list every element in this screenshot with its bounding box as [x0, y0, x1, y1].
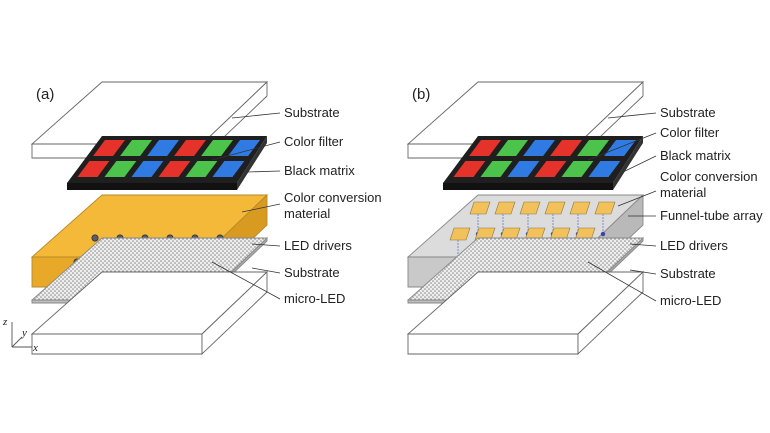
callout-color-filter: Color filter: [660, 125, 720, 140]
leader-micro-led: [211, 261, 281, 300]
leader-led-drivers: [629, 243, 657, 247]
filter-pixel-blue: [588, 161, 621, 177]
filter-pixel-green: [185, 161, 218, 177]
funnel-tube-array: [449, 201, 616, 263]
leader-led-drivers: [251, 243, 281, 247]
filter-pixel-blue: [131, 161, 164, 177]
bottom-substrate: [406, 270, 645, 356]
filter-pixel-green: [120, 140, 153, 156]
filter-pixel-green: [480, 161, 513, 177]
filter-pixel-green: [201, 140, 234, 156]
panel-label: (b): [412, 86, 430, 103]
color-filter-grid: [453, 140, 637, 177]
color-filter-grid: [77, 140, 261, 177]
filter-pixel-blue: [228, 140, 261, 156]
leader-black-matrix: [622, 155, 657, 173]
leader-black-matrix: [246, 170, 281, 173]
callout-color-conversion: Color conversion: [660, 169, 758, 184]
axis-y-label: y: [21, 327, 27, 339]
callout-micro-led: micro-LED: [660, 293, 721, 308]
leader-color-filter: [587, 132, 657, 161]
filter-pixel-blue: [523, 140, 556, 156]
axis-z-label: z: [2, 316, 8, 328]
callout-led-drivers: LED drivers: [660, 238, 728, 253]
callout-substrate-bottom: Substrate: [660, 266, 716, 281]
callout-micro-led: micro-LED: [284, 291, 345, 306]
leader-color-conversion: [617, 190, 657, 207]
funnel-tube: [519, 201, 541, 215]
filter-pixel-red: [534, 161, 567, 177]
callout-substrate-bottom: Substrate: [284, 265, 340, 280]
leader-micro-led: [587, 261, 657, 302]
filter-pixel-red: [93, 140, 126, 156]
filter-pixel-green: [577, 140, 610, 156]
funnel-tube: [449, 227, 471, 241]
callout-substrate-top: Substrate: [284, 105, 340, 120]
callout-led-drivers: LED drivers: [284, 238, 352, 253]
leader-color-filter: [211, 141, 281, 161]
panel-label: (a): [36, 86, 54, 103]
leader-substrate-top: [607, 112, 657, 119]
filter-pixel-red: [174, 140, 207, 156]
leader-color-conversion: [241, 203, 281, 213]
leader-substrate-top: [231, 112, 281, 119]
micro-led: [600, 231, 606, 237]
leader-substrate-bottom: [251, 267, 281, 274]
callout-black-matrix: Black matrix: [660, 148, 731, 163]
filter-pixel-blue: [507, 161, 540, 177]
filter-pixel-red: [453, 161, 486, 177]
callout-black-matrix: Black matrix: [284, 163, 355, 178]
callout-funnel-tube: Funnel-tube array: [660, 208, 763, 223]
leader-substrate-bottom: [629, 269, 657, 275]
filter-pixel-blue: [147, 140, 180, 156]
filter-pixel-green: [496, 140, 529, 156]
callout-color-conversion: Color conversion: [284, 190, 382, 205]
callout-material: material: [284, 206, 330, 221]
axis-indicator: z y x: [2, 316, 38, 354]
funnel-tube: [494, 201, 516, 215]
callout-substrate-top: Substrate: [660, 105, 716, 120]
filter-pixel-green: [561, 161, 594, 177]
funnel-tube: [469, 201, 491, 215]
callout-material: material: [660, 185, 706, 200]
filter-pixel-red: [77, 161, 110, 177]
callout-color-filter: Color filter: [284, 134, 344, 149]
filter-pixel-blue: [212, 161, 245, 177]
funnel-tube: [569, 201, 591, 215]
filter-pixel-red: [158, 161, 191, 177]
filter-pixel-red: [469, 140, 502, 156]
filter-pixel-green: [104, 161, 137, 177]
funnel-tube: [544, 201, 566, 215]
bottom-substrate: [30, 270, 269, 356]
filter-pixel-red: [550, 140, 583, 156]
axis-x-label: x: [32, 342, 38, 354]
micro-led: [91, 234, 99, 242]
funnel-tube: [594, 201, 616, 215]
